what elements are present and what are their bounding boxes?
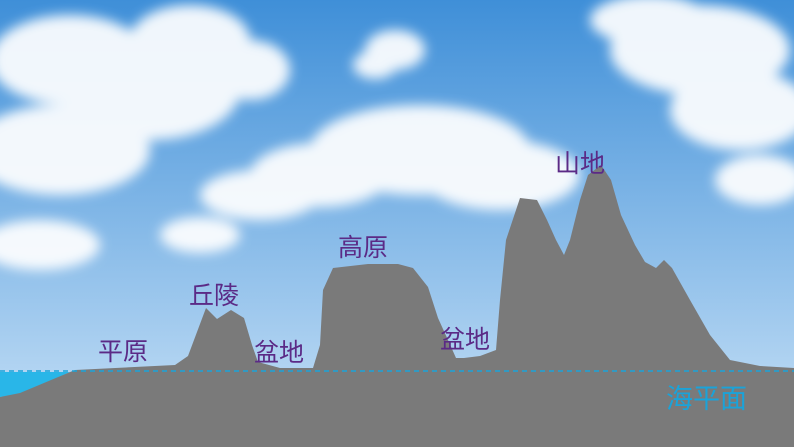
cloud-center [200,105,580,220]
terrain-profile [0,165,794,447]
sea-water [0,372,70,397]
label-plateau: 高原 [338,233,389,262]
label-plain: 平原 [98,337,149,366]
label-sea-level: 海平面 [666,384,747,415]
label-mountains: 山地 [555,149,606,178]
label-basin-right: 盆地 [440,325,491,354]
cloud-top-center [353,30,425,79]
label-basin-left: 盆地 [254,338,305,367]
cloud-bottom-left [0,217,240,270]
cloud-right [590,0,794,205]
label-hills: 丘陵 [189,281,240,310]
cloud-left [0,5,290,195]
clouds [0,0,794,270]
